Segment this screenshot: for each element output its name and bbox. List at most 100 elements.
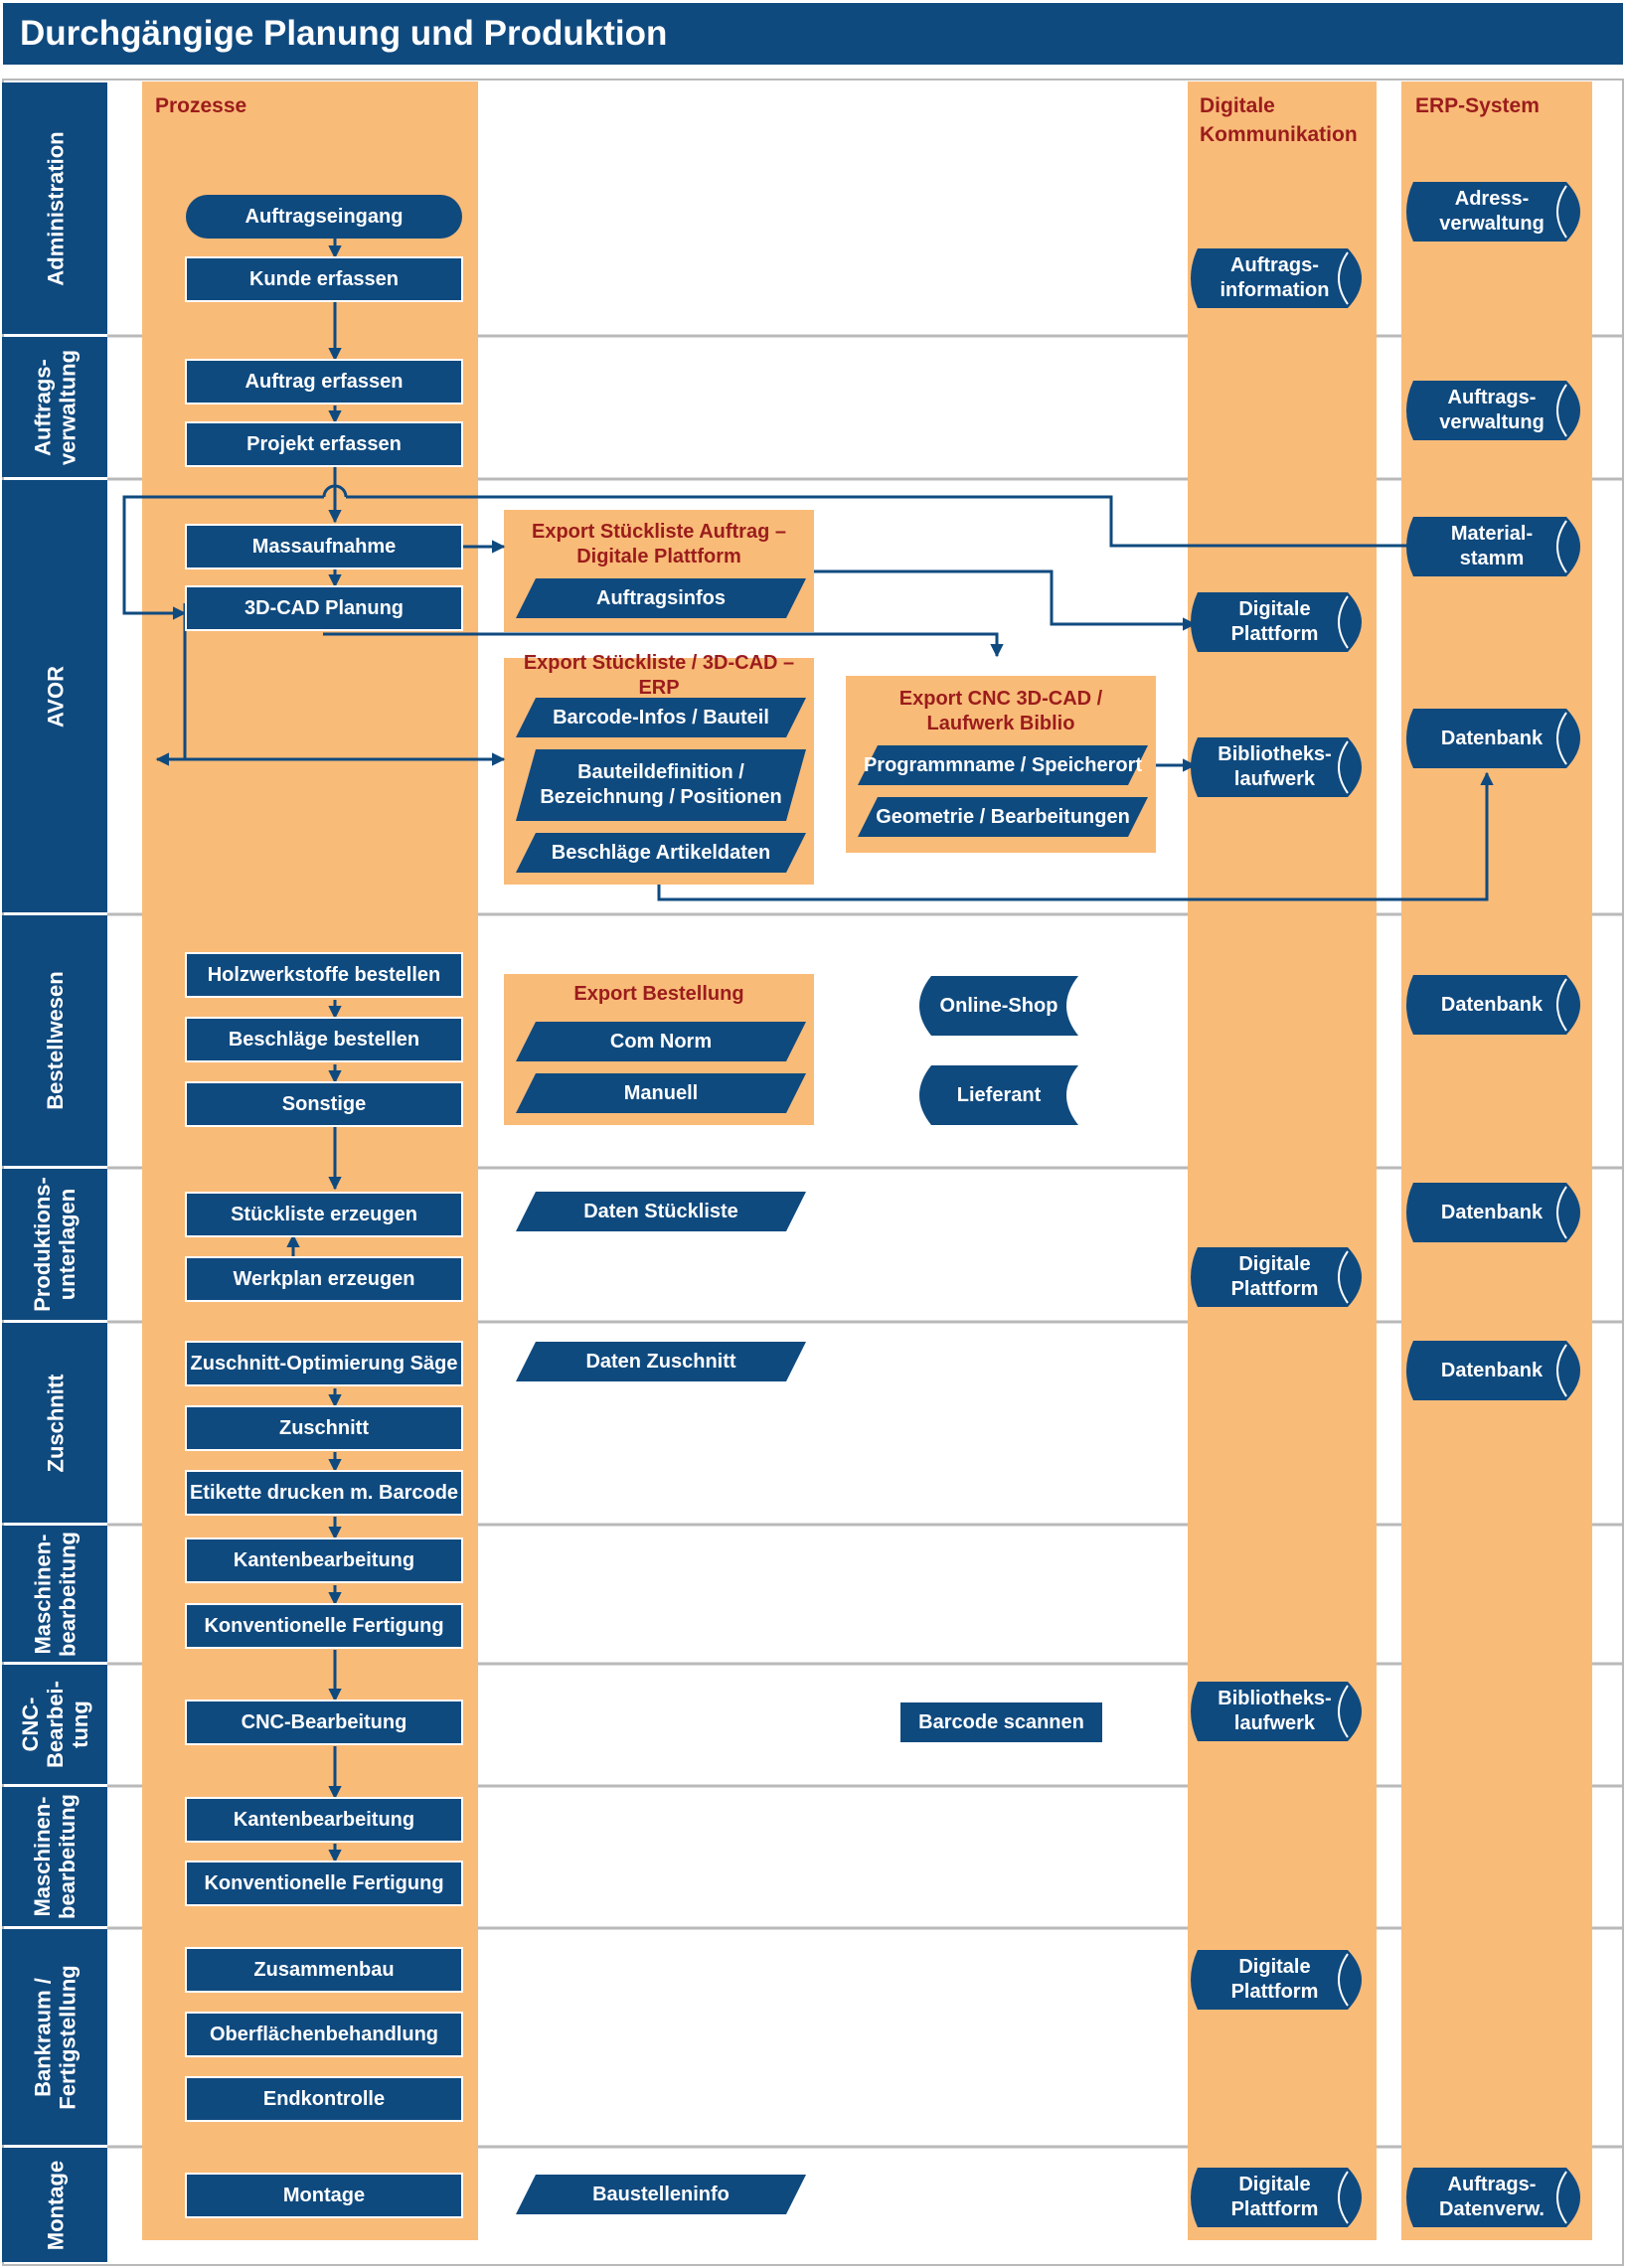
- flow-arrow: [814, 569, 1197, 631]
- data-item-shape: [516, 1342, 806, 1381]
- digital-store: Digitale Plattform: [1198, 1950, 1352, 2010]
- export-item-label: Bauteildefinition / Bezeichnung / Positi…: [540, 761, 782, 808]
- process-auftragseingang-shape: [186, 195, 462, 239]
- process-step-shape: [185, 585, 463, 631]
- export-item: Auftragsinfos: [516, 578, 806, 618]
- process-step-shape: [185, 1256, 463, 1302]
- erp-store-shape: [1406, 1183, 1580, 1242]
- process-step-label: Werkplan erzeugen: [233, 1267, 415, 1290]
- process-step-label: Kantenbearbeitung: [233, 1808, 415, 1831]
- process-step: Auftrag erfassen: [186, 360, 462, 404]
- digital-store-label: Digitale Plattform: [1230, 2174, 1319, 2220]
- export-item: Beschläge Artikeldaten: [516, 833, 806, 873]
- digital-store-shape-edge: [1338, 1685, 1349, 1738]
- process-step: Zuschnitt: [186, 1406, 462, 1450]
- flow-arrow: [323, 632, 1004, 658]
- export-item: Geometrie / Bearbeitungen: [858, 797, 1148, 837]
- erp-store-shape: [1406, 517, 1580, 576]
- process-step-shape: [185, 1470, 463, 1516]
- process-step-label: Zusammenbau: [253, 1958, 395, 1981]
- erp-store: Datenbank: [1413, 709, 1570, 768]
- row-label: Auftrags- verwaltung: [30, 349, 80, 465]
- erp-store-shape: [1406, 381, 1580, 440]
- process-step-shape: [185, 1603, 463, 1649]
- digital-store-shape: [1191, 737, 1362, 797]
- process-step-shape: [185, 952, 463, 998]
- export-group-title-label: Export Bestellung: [573, 982, 744, 1005]
- export-item-shape: [858, 745, 1148, 785]
- process-step-shape: [185, 1538, 463, 1583]
- erp-store-shape-edge: [1556, 978, 1567, 1032]
- process-step-label: Auftrag erfassen: [244, 370, 404, 393]
- data-item-label: Daten Stückliste: [583, 1200, 738, 1222]
- digital-store: Auftrags- information: [1198, 248, 1352, 308]
- erp-store-shape: [1406, 709, 1580, 768]
- processes-column-title: Prozesse: [155, 94, 247, 117]
- digital-store-label: Bibliotheks- laufwerk: [1218, 1688, 1332, 1734]
- digital-store-shape-edge: [1338, 595, 1349, 649]
- process-step-label: Zuschnitt: [279, 1416, 369, 1439]
- process-step-label: Oberflächenbehandlung: [209, 2023, 439, 2045]
- erp-store-shape: [1406, 182, 1580, 242]
- process-step-shape: [185, 524, 463, 569]
- process-step: Zuschnitt-Optimierung Säge: [186, 1342, 462, 1385]
- flow-arrow: [657, 771, 1494, 901]
- external-source-shape: [919, 976, 1078, 1036]
- process-step-shape: [185, 1700, 463, 1745]
- export-item-shape: [516, 1022, 806, 1061]
- export-item: Manuell: [516, 1073, 806, 1113]
- process-step-shape: [185, 2012, 463, 2057]
- process-step: Konventionelle Fertigung: [186, 1604, 462, 1648]
- erp-store: Datenbank: [1413, 1341, 1570, 1400]
- process-step-label: Sonstige: [281, 1092, 367, 1115]
- flow-arrow: [155, 603, 187, 766]
- export-item-shape: [516, 749, 806, 821]
- external-source: Lieferant: [919, 1065, 1078, 1125]
- export-item-label: Geometrie / Bearbeitungen: [876, 805, 1130, 828]
- process-step: Zusammenbau: [186, 1948, 462, 1992]
- process-step: Kantenbearbeitung: [186, 1798, 462, 1842]
- export-item-label: Beschläge Artikeldaten: [551, 841, 771, 864]
- process-step: Oberflächenbehandlung: [186, 2013, 462, 2056]
- process-step: Kunde erfassen: [186, 257, 462, 301]
- erp-column: [1401, 81, 1592, 2240]
- erp-store-label: Material- stamm: [1450, 523, 1534, 569]
- process-step-shape: [185, 1341, 463, 1386]
- erp-store-shape-edge: [1556, 384, 1567, 437]
- row-header-band: [2, 1323, 107, 1523]
- data-item-shape: [516, 2175, 806, 2214]
- processes-column: [142, 81, 478, 2240]
- export-item-label: Programmname / Speicherort: [863, 753, 1143, 776]
- row-label: Administration: [42, 130, 68, 286]
- erp-store-shape-edge: [1556, 1344, 1567, 1397]
- process-auftragseingang-label: Auftragseingang: [244, 205, 404, 228]
- row-header-band: [2, 2148, 107, 2262]
- row-label: Maschinen- bearbeitung: [30, 1794, 80, 1919]
- process-step-label: Zuschnitt-Optimierung Säge: [190, 1352, 458, 1375]
- erp-store-label: Auftrags- Datenverw.: [1439, 2174, 1545, 2220]
- export-item: Barcode-Infos / Bauteil: [516, 698, 806, 737]
- data-item-label: Baustelleninfo: [592, 2183, 730, 2205]
- erp-store-label: Datenbank: [1440, 1201, 1544, 1223]
- process-step-shape: [185, 2173, 463, 2218]
- process-step: Holzwerkstoffe bestellen: [186, 953, 462, 997]
- erp-store: Material- stamm: [1413, 517, 1570, 576]
- export-group-title: Export Bestellung: [504, 979, 814, 1009]
- digital-store-label: Auftrags- information: [1220, 254, 1330, 301]
- export-item-shape: [858, 797, 1148, 837]
- process-step-label: Kunde erfassen: [248, 267, 400, 290]
- barcode-step-shape: [898, 1701, 1104, 1744]
- data-item: Daten Zuschnitt: [516, 1342, 806, 1381]
- erp-store-shape: [1406, 1341, 1580, 1400]
- process-step: Werkplan erzeugen: [186, 1257, 462, 1301]
- digital-store-shape: [1191, 248, 1362, 308]
- process-step: Montage: [186, 2174, 462, 2217]
- process-step-shape: [185, 256, 463, 302]
- process-step-label: Etikette drucken m. Barcode: [189, 1481, 459, 1504]
- process-step-shape: [185, 2076, 463, 2122]
- export-group-title: Export Stückliste Auftrag – Digitale Pla…: [504, 515, 814, 574]
- digital-store-shape: [1191, 1682, 1362, 1741]
- row-label: Bankraum / Fertigstellung: [30, 1964, 80, 2110]
- digital-column-title: Digitale Kommunikation: [1200, 94, 1358, 146]
- erp-store-shape-edge: [1556, 185, 1567, 239]
